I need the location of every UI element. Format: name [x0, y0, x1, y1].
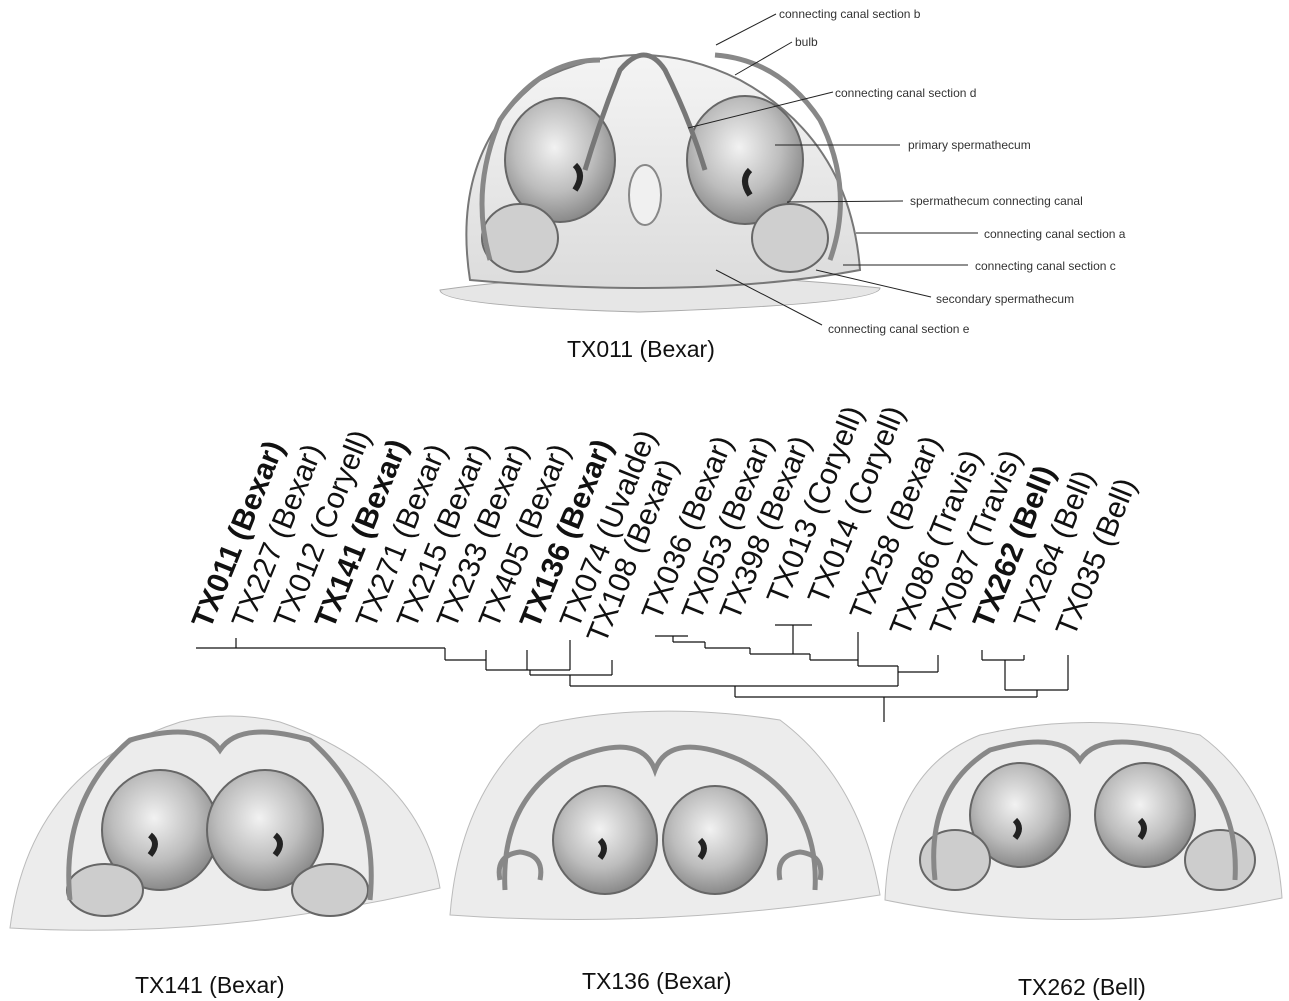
phylogenetic-tree: [196, 625, 1068, 722]
bottom-caption-2: TX136 (Bexar): [582, 968, 732, 995]
annotation-label: bulb: [795, 35, 818, 49]
bottom-caption-3: TX262 (Bell): [1018, 974, 1146, 1001]
annotation-label: secondary spermathecum: [936, 292, 1074, 306]
annotation-label: connecting canal section e: [828, 322, 970, 336]
main-spermatheca-illustration: [440, 55, 880, 312]
bottom-illustration-tx262: [885, 723, 1282, 920]
taxon-labels: TX011 (Bexar) TX227 (Bexar) TX012 (Corye…: [186, 401, 1143, 647]
annotation-label: connecting canal section c: [975, 259, 1116, 273]
annotation-label: connecting canal section a: [984, 227, 1126, 241]
annotation-label: primary spermathecum: [908, 138, 1031, 152]
bottom-illustration-tx141: [10, 716, 440, 930]
annotation-label: connecting canal section b: [779, 7, 921, 21]
main-caption: TX011 (Bexar): [567, 336, 715, 363]
annotation-label: spermathecum connecting canal: [910, 194, 1083, 208]
bottom-caption-1: TX141 (Bexar): [135, 972, 285, 999]
bottom-illustration-tx136: [450, 711, 880, 919]
annotation-label: connecting canal section d: [835, 86, 976, 100]
